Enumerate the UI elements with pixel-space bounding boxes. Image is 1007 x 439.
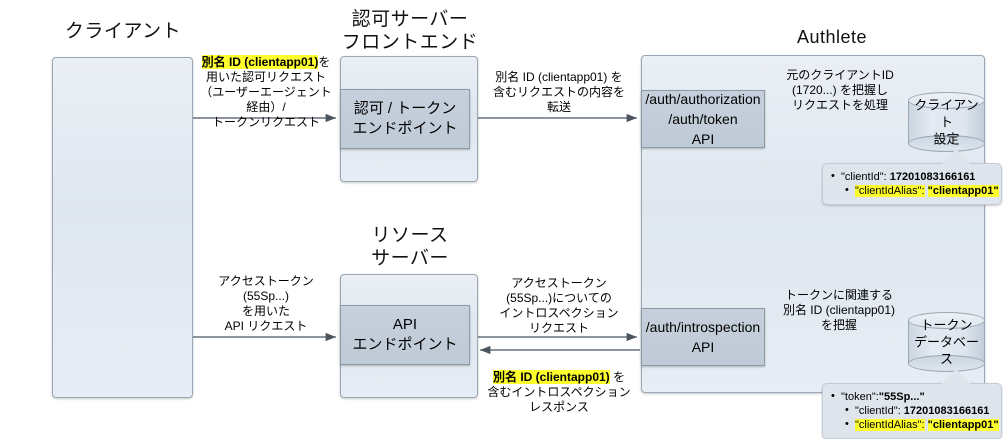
callout-value: 17201083166161 — [889, 171, 976, 183]
client-config-callout: "clientId": 17201083166161 "clientIdAlia… — [822, 149, 1002, 205]
callout-key: "clientId": — [855, 405, 901, 417]
auth-token-endpoint-label: 認可 / トークン エンドポイント — [352, 100, 458, 137]
introspection-api-box: /auth/introspection API — [641, 308, 765, 366]
label-authlete-client-config: 元のクライアントID (1720...) を把握し リクエストを処理 — [786, 68, 894, 112]
token-database-label: トークン データベース — [913, 317, 979, 367]
callout-key: "clientIdAlias": — [855, 185, 925, 197]
callout-value: "clientapp01" — [927, 419, 999, 431]
authorization-token-api-label: /auth/authorization /auth/token API — [645, 91, 761, 147]
label-client-to-frontend: 別名 ID (clientapp01)を用いた認可リクエスト （ユーザーエージェ… — [196, 40, 336, 130]
label-introspection-response: 別名 ID (clientapp01) を 含むイントロスペクション レスポンス — [480, 355, 638, 415]
callout-line: "clientId": 17201083166161 — [829, 169, 993, 184]
title-authlete: Authlete — [796, 27, 868, 47]
label-rest: を 含むイントロスペクション レスポンス — [487, 370, 631, 414]
callout-value: "55Sp..." — [878, 391, 925, 403]
callout-tail — [941, 149, 971, 165]
callout-key: "clientIdAlias": — [855, 419, 925, 431]
callout-line: "clientIdAlias": "clientapp01" — [829, 417, 999, 432]
callout-line: "clientIdAlias": "clientapp01" — [829, 183, 999, 198]
introspection-api-label: /auth/introspection API — [645, 319, 761, 355]
callout-list: "token":"55Sp..." "clientId": 1720108316… — [829, 389, 999, 432]
label-highlight: 別名 ID (clientapp01) — [492, 370, 610, 384]
label-client-to-resource: アクセストークン (55Sp...) を用いた API リクエスト — [218, 274, 314, 333]
token-database-datastore: トークン データベース — [908, 312, 985, 372]
title-client: クライアント — [64, 21, 182, 42]
label-resource-to-introspection: アクセストークン (55Sp...)についての イントロスペクション リクエスト — [499, 276, 619, 335]
title-auth-server-frontend: 認可サーバー フロントエンド — [341, 9, 479, 53]
label-highlight: 別名 ID (clientapp01) — [201, 55, 319, 69]
authorization-token-api-box: /auth/authorization /auth/token API — [641, 90, 765, 148]
callout-line: "clientId": 17201083166161 — [829, 403, 993, 418]
callout-key: "token": — [841, 391, 879, 403]
callout-tail — [941, 369, 971, 385]
api-endpoint-box: API エンドポイント — [340, 305, 470, 365]
callout-value: 17201083166161 — [903, 405, 990, 417]
api-endpoint-label: API エンドポイント — [352, 316, 458, 353]
title-resource-server: リソース サーバー — [371, 225, 449, 269]
label-frontend-to-authlete: 別名 ID (clientapp01) を 含むリクエストの内容を 転送 — [492, 70, 625, 114]
token-db-callout: "token":"55Sp..." "clientId": 1720108316… — [822, 369, 1002, 439]
client-box — [52, 57, 193, 398]
cylinder-top — [908, 312, 985, 329]
label-token-db-lookup: トークンに関連する 別名 ID (clientapp01) を把握 — [782, 288, 896, 332]
callout-key: "clientId": — [841, 171, 887, 183]
auth-token-endpoint-box: 認可 / トークン エンドポイント — [340, 89, 470, 149]
callout-list: "clientId": 17201083166161 "clientIdAlia… — [829, 169, 999, 198]
cylinder-top — [908, 92, 985, 109]
label-rest: を用いた認可リクエスト （ユーザーエージェント 経由）/ トークンリクエスト — [200, 55, 332, 129]
client-config-label: クライアント 設定 — [914, 97, 979, 147]
callout-line: "token":"55Sp..." — [829, 389, 993, 404]
callout-value: "clientapp01" — [927, 185, 999, 197]
client-config-datastore: クライアント 設定 — [908, 92, 985, 152]
